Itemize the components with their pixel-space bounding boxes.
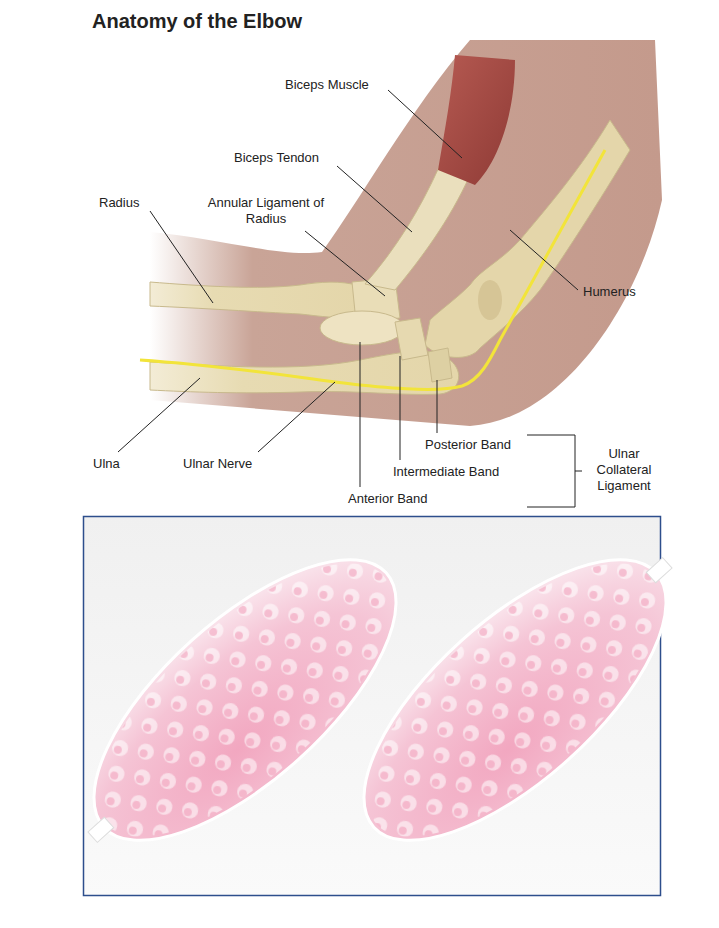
part-label: Annular Ligament of Radius	[196, 195, 336, 227]
part-label: Anterior Band	[348, 491, 428, 507]
part-label: Intermediate Band	[393, 464, 499, 480]
diagram-title: Anatomy of the Elbow	[92, 10, 302, 33]
group-label: Ulnar Collateral Ligament	[584, 446, 664, 494]
part-label: Radius	[99, 195, 139, 211]
part-label: Posterior Band	[425, 437, 511, 453]
part-label: Biceps Tendon	[234, 150, 319, 166]
part-label: Biceps Muscle	[285, 77, 369, 93]
part-label: Humerus	[583, 284, 636, 300]
part-label: Ulnar Nerve	[183, 456, 252, 472]
part-label: Ulna	[93, 456, 120, 472]
